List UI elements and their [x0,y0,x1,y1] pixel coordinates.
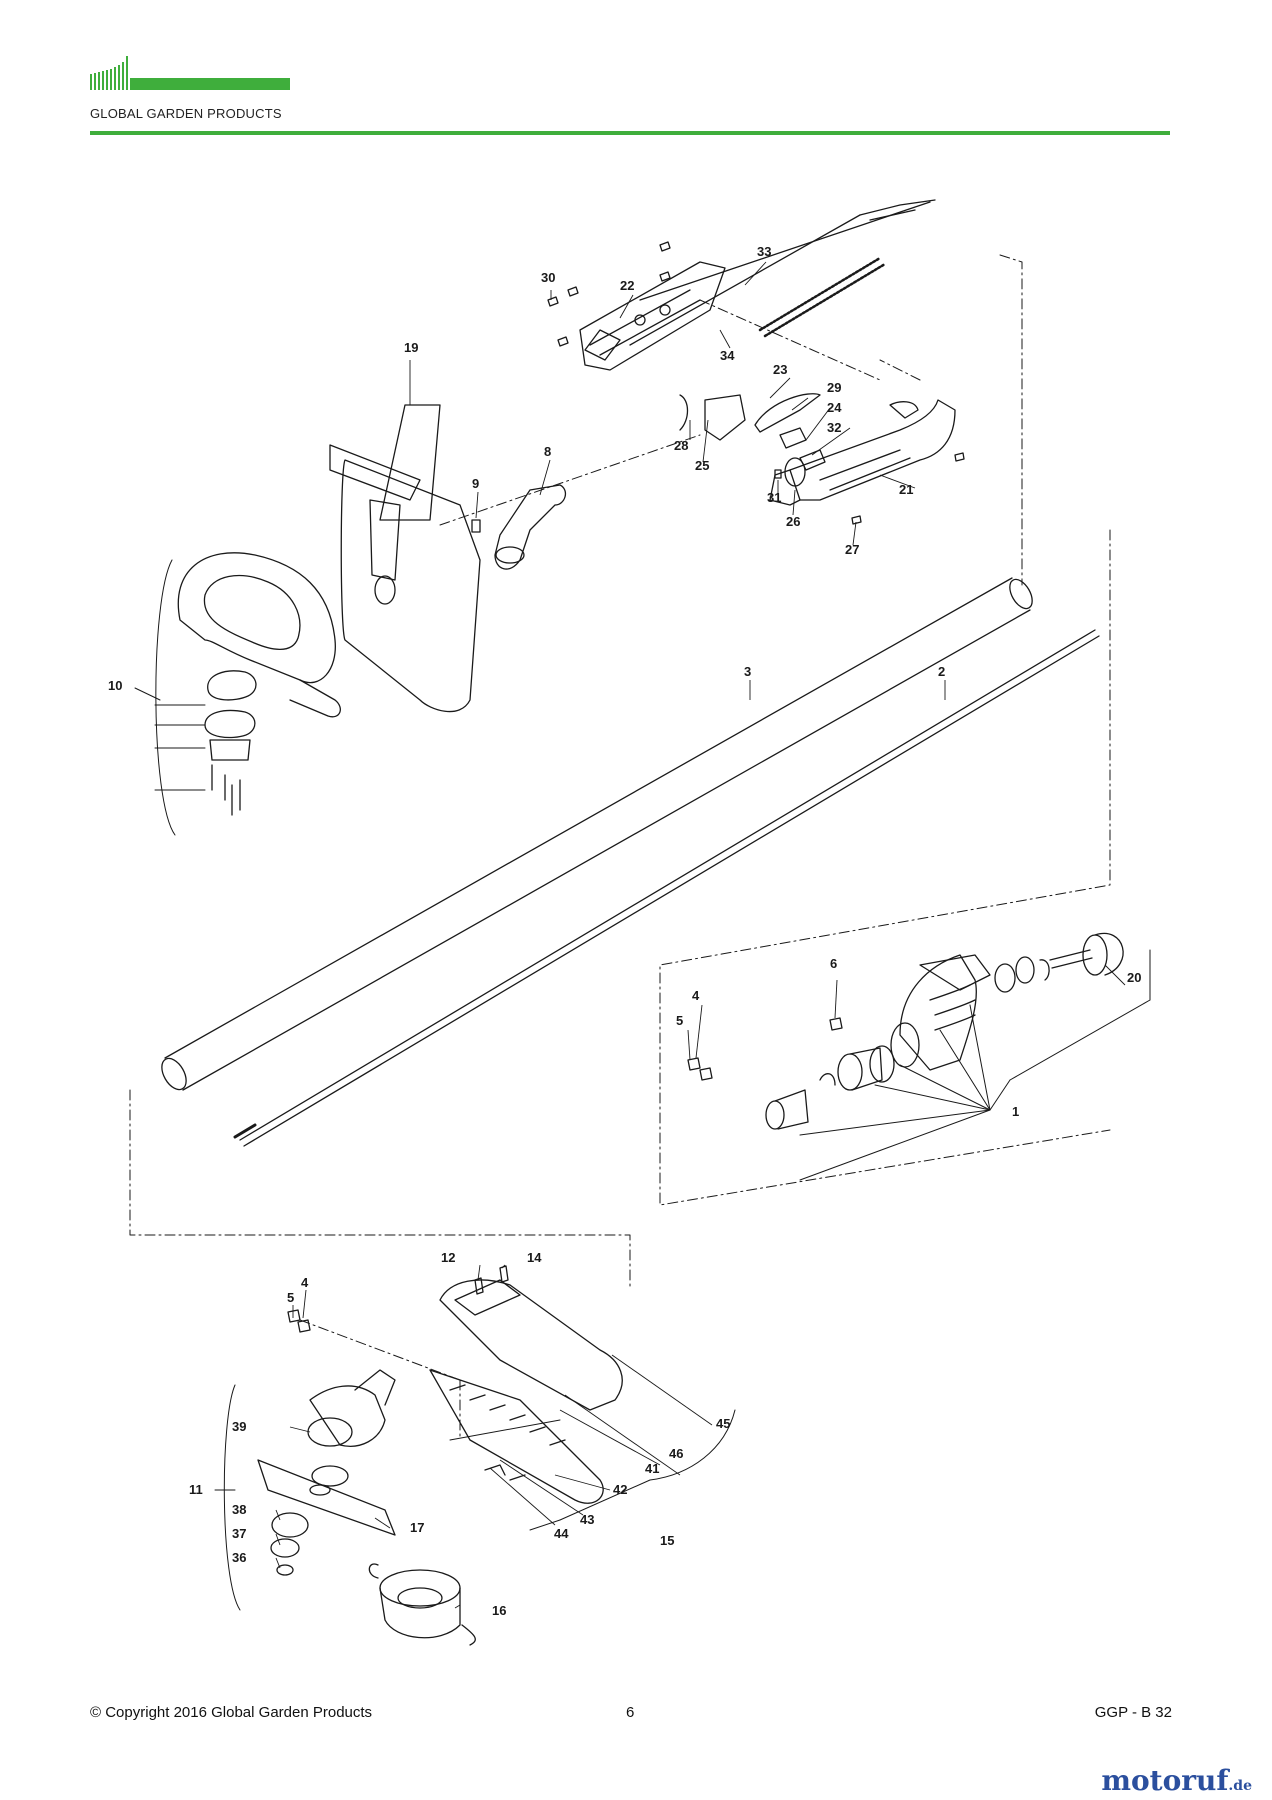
callout-6: 6 [830,956,837,971]
callout-labels: 1 2 3 4 5 6 8 9 10 11 12 14 15 16 17 19 … [108,244,1141,1618]
footer-copyright: © Copyright 2016 Global Garden Products [90,1704,373,1721]
callout-19: 19 [404,340,418,355]
loop-handle [177,552,341,816]
bracket-11 [223,1384,241,1611]
callout-30: 30 [541,270,555,285]
callout-11: 11 [189,1482,203,1497]
gear-head [890,954,991,1071]
callout-39: 39 [232,1419,246,1434]
callout-17: 17 [410,1520,424,1535]
callout-leaders [275,261,1126,1609]
callout-2: 2 [938,664,945,679]
rear-handle-grip [769,399,965,506]
assembly-line-shaft-gear [659,529,1111,1206]
callout-37: 37 [232,1526,246,1541]
shield-plate [329,404,481,713]
gear-sleeves [765,1045,895,1130]
bracket-part-8 [494,484,567,570]
callout-29: 29 [827,380,841,395]
company-name: GLOBAL GARDEN PRODUCTS [90,106,282,121]
callout-23: 23 [773,362,787,377]
callout-20: 20 [1127,970,1141,985]
callout-44: 44 [554,1526,569,1541]
callout-4-lower: 4 [301,1275,309,1290]
drive-shaft [233,629,1100,1147]
callout-21: 21 [899,482,913,497]
company-logo [90,56,290,90]
callout-45: 45 [716,1416,730,1431]
trimmer-head-16 [368,1563,476,1646]
callout-26: 26 [786,514,800,529]
cable-spring-tube [758,256,887,338]
throttle-cable [629,199,936,346]
blade [257,1459,396,1536]
callout-25: 25 [695,458,709,473]
bracket-10 [155,559,176,836]
callout-43: 43 [580,1512,594,1527]
bearings [994,956,1050,993]
callout-3: 3 [744,664,751,679]
watermark-logo: motoruf.de [1101,1764,1252,1797]
shaft-tube [161,577,1033,1091]
handle-upper [579,261,726,371]
callout-28: 28 [674,438,688,453]
callout-36: 36 [232,1550,246,1565]
leaders-part-1 [799,949,1151,1181]
collar-26 [784,457,806,487]
callout-24: 24 [827,400,842,415]
screws-4-5-lower [287,1309,311,1333]
watermark-name: motoruf [1101,1764,1229,1797]
assembly-line-handle-to-shaft [999,254,1023,586]
footer-doc-code: GGP - B 32 [1094,1704,1172,1721]
assembly-line-shaft-bottom [129,1089,631,1291]
header-rule [90,131,1170,135]
pin-31 [774,469,782,479]
callout-42: 42 [613,1482,627,1497]
screw-27 [851,515,862,525]
screws-4-5-6 [687,1017,843,1081]
lower-gear-head [307,1369,396,1487]
callout-12: 12 [441,1250,455,1265]
callout-1: 1 [1012,1104,1019,1119]
throttle-trigger-parts [679,393,826,471]
callout-4-upper: 4 [692,988,700,1003]
footer-page-number: 6 [626,1704,635,1721]
callout-5-upper: 5 [676,1013,683,1028]
callout-31: 31 [767,490,781,505]
callout-14: 14 [527,1250,542,1265]
trimmer-guard [429,1265,623,1504]
screws-30 [547,241,671,347]
callout-46: 46 [669,1446,683,1461]
callout-8: 8 [544,444,551,459]
callout-27: 27 [845,542,859,557]
drive-shaft-20 [1049,932,1124,976]
bracket-15 [649,1409,736,1481]
callout-10: 10 [108,678,122,693]
callout-41: 41 [645,1461,659,1476]
callout-9: 9 [472,476,479,491]
callout-38: 38 [232,1502,246,1517]
screw-9 [471,519,481,533]
callout-5-lower: 5 [287,1290,294,1305]
callout-34: 34 [720,348,735,363]
watermark-tld: .de [1228,1778,1252,1794]
callout-32: 32 [827,420,841,435]
callout-22: 22 [620,278,634,293]
blade-washer-nut [270,1512,309,1576]
callout-33: 33 [757,244,771,259]
callout-15: 15 [660,1533,674,1548]
callout-16: 16 [492,1603,506,1618]
